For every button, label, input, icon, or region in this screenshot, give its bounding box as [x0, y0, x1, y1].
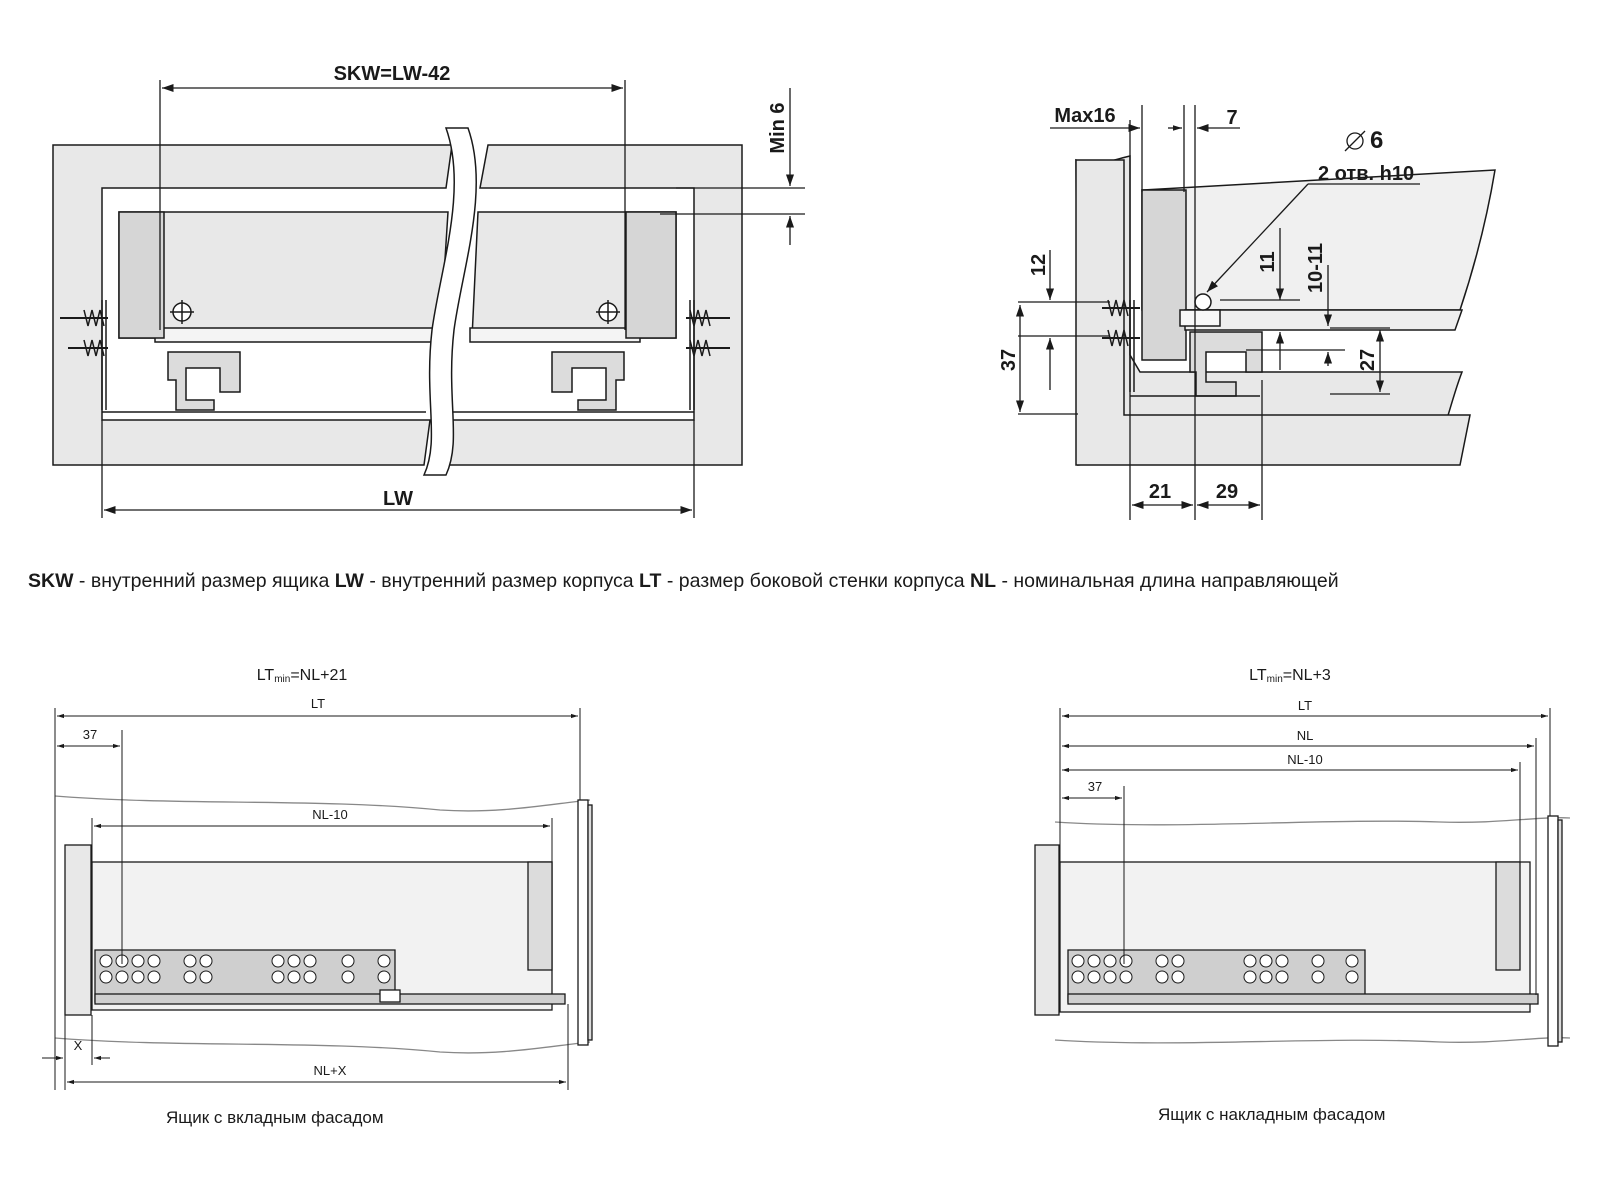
skw-dimension-label: SKW=LW-42 — [334, 63, 451, 85]
overlay-formula: LTmin=NL+3 — [1249, 667, 1331, 685]
legend-term: LW — [334, 570, 364, 592]
legend-text: - внутренний размер ящика — [73, 570, 335, 592]
legend-term: NL — [970, 570, 997, 592]
abbreviation-legend: SKW - внутренний размер ящика LW - внутр… — [28, 570, 1588, 593]
inset-drawer-caption: Ящик с вкладным фасадом — [166, 1108, 384, 1127]
detail-section-view — [1075, 155, 1496, 466]
dim-10-11-label: 10-11 — [1305, 243, 1327, 293]
overlay-front-drawer — [1034, 815, 1571, 1047]
inset-37-label: 37 — [83, 727, 97, 742]
overlay-nl-label: NL — [1297, 728, 1314, 743]
lw-dimension-label: LW — [383, 488, 413, 510]
inset-front-drawer — [54, 795, 593, 1054]
cabinet-section-view — [52, 144, 743, 466]
overlay-lt-label: LT — [1298, 698, 1312, 713]
min-gap-label: Min 6 — [767, 102, 789, 153]
inset-drawer-dimensions — [42, 708, 581, 1090]
inset-nl10-label: NL-10 — [312, 807, 347, 822]
inset-lt-label: LT — [311, 696, 325, 711]
overlay-drawer-dimensions — [1059, 708, 1551, 995]
inset-formula: LTmin=NL+21 — [257, 667, 348, 685]
legend-text: - номинальная длина направляющей — [996, 570, 1339, 592]
inset-x-label: X — [74, 1038, 83, 1053]
dimension-lines-top-right — [1015, 105, 1420, 520]
offset-7-label: 7 — [1226, 107, 1237, 129]
dim-27-label: 27 — [1357, 349, 1379, 371]
break-line — [422, 127, 478, 476]
overlay-37-label: 37 — [1088, 779, 1102, 794]
hole-diameter-label: 6 — [1370, 127, 1383, 154]
legend-text: - внутренний размер корпуса — [363, 570, 640, 592]
dim-21-label: 21 — [1149, 481, 1171, 503]
inset-drawer-holes — [99, 954, 391, 984]
legend-term: SKW — [28, 570, 74, 592]
inset-nlx-label: NL+X — [314, 1063, 347, 1078]
legend-term: LT — [639, 570, 662, 592]
dim-37-label: 37 — [998, 349, 1020, 371]
overlay-drawer-caption: Ящик с накладным фасадом — [1158, 1105, 1386, 1124]
dim-12-label: 12 — [1028, 254, 1050, 276]
hole-note-label: 2 отв. h10 — [1318, 163, 1414, 185]
overlay-drawer-holes — [1071, 954, 1359, 984]
legend-text: - размер боковой стенки корпуса — [661, 570, 971, 592]
dim-29-label: 29 — [1216, 481, 1238, 503]
max16-label: Max16 — [1054, 105, 1115, 127]
dimension-lines-top-left — [101, 80, 805, 518]
overlay-nl10-label: NL-10 — [1287, 752, 1322, 767]
dim-11-label: 11 — [1257, 251, 1279, 272]
